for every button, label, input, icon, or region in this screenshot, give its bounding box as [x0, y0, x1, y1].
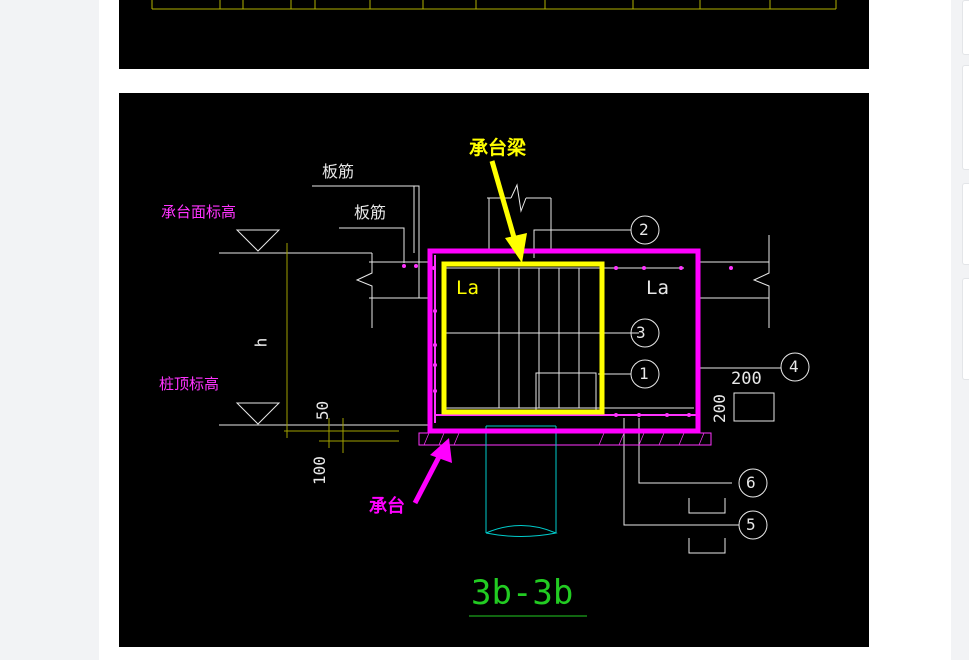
beam-arrow [489, 160, 527, 263]
callout-2: 2 [639, 220, 649, 239]
callout-5-circle [738, 510, 768, 540]
callout-6: 6 [746, 473, 756, 492]
callout-1: 1 [639, 364, 649, 383]
la-right-label: La [646, 277, 669, 299]
cap-rebar [434, 255, 697, 423]
beam-label: 承台梁 [469, 137, 527, 159]
callout-4: 4 [789, 357, 799, 376]
cap-top-elevation-label: 承台面标高 [161, 203, 237, 221]
dim-100-label: 100 [309, 456, 329, 485]
dim-200-vertical-label: 200 [709, 394, 729, 423]
rail-card[interactable] [962, 65, 969, 170]
slab-rebar-label-1: 板筋 [322, 162, 355, 181]
table-grid-drawing [151, 0, 837, 10]
slab-rebar-label-2: 板筋 [354, 203, 387, 222]
callout-1-circle [630, 359, 660, 389]
rail-card[interactable] [962, 183, 969, 265]
cad-image-top [119, 0, 869, 69]
pile-top-elevation-label: 桩顶标高 [159, 375, 220, 393]
callout-circles [630, 215, 810, 540]
dim-200-horizontal-label: 200 [731, 369, 762, 389]
section-title: 3b-3b [471, 573, 574, 613]
callout-3: 3 [636, 323, 646, 342]
beam-highlight-box [441, 261, 605, 415]
rail-card[interactable] [962, 278, 969, 380]
rail-card[interactable] [962, 0, 969, 55]
callout-4-circle [780, 352, 810, 382]
cad-image-section: 承台梁 承台 板筋 板筋 承台面标高 桩顶标高 La La h 50 100 2… [119, 93, 869, 647]
cap-label: 承台 [369, 496, 405, 517]
callout-6-circle [738, 468, 768, 498]
callout-3-circle [630, 318, 660, 348]
slab-lines [219, 183, 781, 554]
cap-arrow [412, 438, 452, 505]
pile-cap-section-drawing [219, 160, 810, 617]
la-left-label: La [456, 277, 479, 299]
blinding-layer [418, 432, 712, 446]
pile [485, 425, 558, 537]
height-label: h [251, 337, 271, 348]
callout-2-circle [630, 215, 660, 245]
callout-5: 5 [746, 515, 756, 534]
cap-highlight-box [427, 248, 701, 434]
dim-50-label: 50 [313, 400, 333, 421]
rebar-dots [402, 264, 733, 417]
dimension-lines [284, 243, 399, 453]
